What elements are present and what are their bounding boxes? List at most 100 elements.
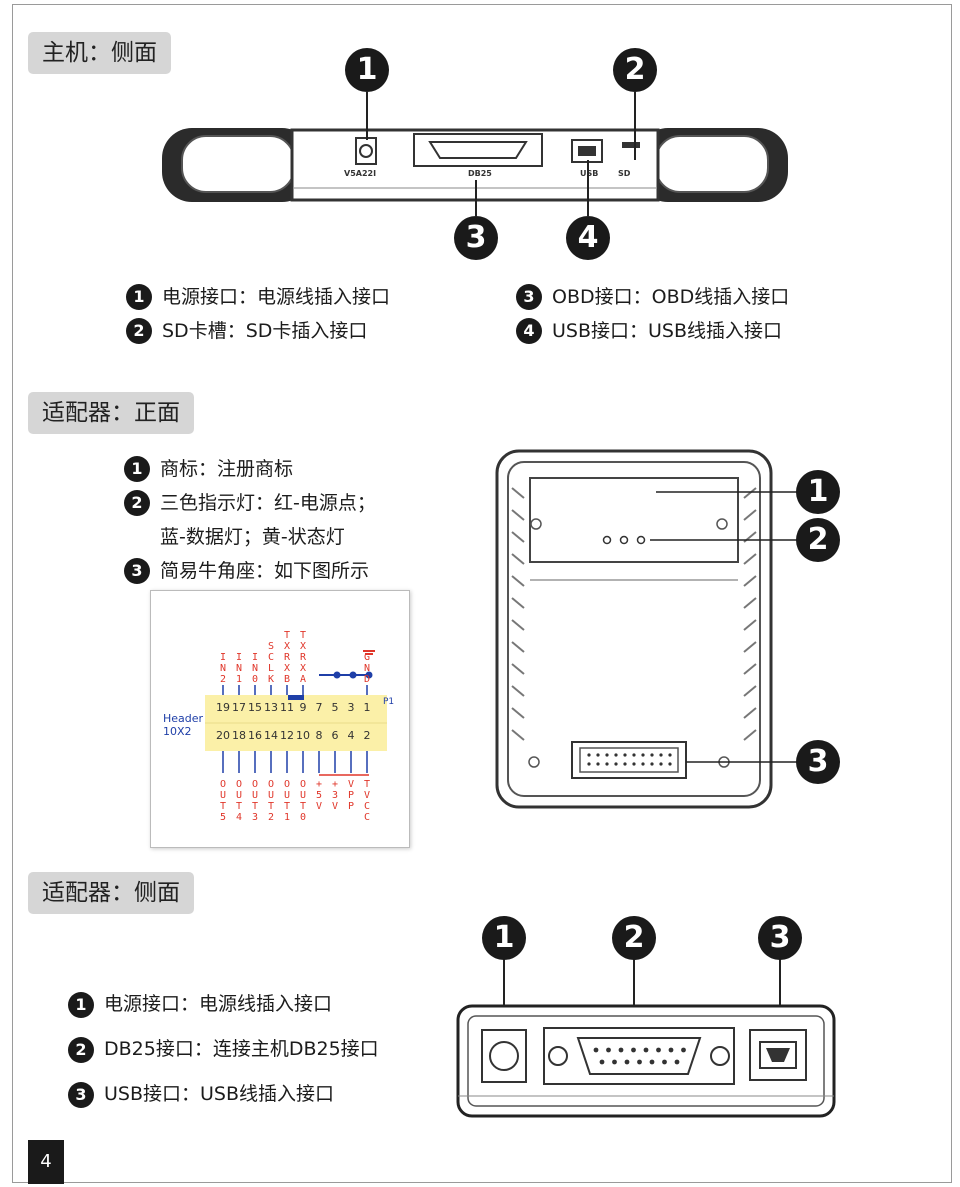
legend-item: 1 电源接口：电源线插入接口 [126,280,390,314]
pin-number-bottom: 12 [280,729,294,742]
legend-number: 4 [516,318,542,344]
legend-item: 2 SD卡槽：SD卡插入接口 [126,314,390,348]
pin-number-top: 5 [331,701,339,714]
host-callout-2: 2 [613,48,657,92]
legend-item: 3 USB接口：USB线插入接口 [68,1072,379,1117]
legend-text: 电源接口：电源线插入接口 [104,993,333,1015]
pin-number-bottom: 16 [248,729,262,742]
legend-item: 3 简易牛角座：如下图所示 [124,554,376,588]
adapter-front-drawing [495,449,774,809]
header-size: 10X2 [163,725,192,738]
port-label-db25: DB25 [468,169,492,178]
front-callout-3: 3 [796,740,840,784]
pin-number-top: 17 [232,701,246,714]
pin-number-top: 11 [280,701,294,714]
legend-text: USB接口：USB线插入接口 [104,1083,335,1105]
side-callout-3: 3 [758,916,802,960]
host-callout-lines [366,92,636,216]
legend-text: 简易牛角座：如下图所示 [160,560,370,582]
pin-number-bottom: 10 [296,729,310,742]
host-side-drawing [162,128,788,202]
adapter-side-legend: 1 电源接口：电源线插入接口 2 DB25接口：连接主机DB25接口 3 USB接口：… [68,982,379,1117]
legend-item: 1 商标：注册商标 [124,452,376,486]
pin-number-top: 15 [248,701,262,714]
legend-number: 2 [124,490,150,516]
legend-number: 3 [68,1081,94,1108]
pin-number-bottom: 18 [232,729,246,742]
legend-number: 1 [68,991,94,1018]
legend-item: 1 电源接口：电源线插入接口 [68,982,379,1027]
side-callout-1: 1 [482,916,526,960]
port-label-usb: USB [580,169,599,178]
adapter-front-legend: 1 商标：注册商标 2 三色指示灯：红-电源点； 蓝-数据灯；黄-状态灯 3 简易牛角… [124,452,376,588]
host-callout-4: 4 [566,216,610,260]
legend-text: 商标：注册商标 [160,458,294,480]
host-callout-1: 1 [345,48,389,92]
legend-text: OBD接口：OBD线插入接口 [552,286,790,308]
page-number: 4 [28,1140,64,1184]
adapter-side-drawing [456,958,836,1118]
port-label-power: V5A22I [344,169,377,178]
pin-number-top: 9 [299,701,307,714]
pin-number-top: 1 [363,701,371,714]
connector-name: P1 [383,697,395,707]
legend-item: 3 OBD接口：OBD线插入接口 [516,280,789,314]
pin-number-bottom: 2 [363,729,371,742]
legend-number: 3 [124,558,150,584]
front-callout-1: 1 [796,470,840,514]
legend-text: DB25接口：连接主机DB25接口 [104,1038,379,1060]
page-frame [12,4,952,1183]
legend-number: 3 [516,284,542,310]
section-title-host-side: 主机：侧面 [28,32,171,74]
pinout-wires [205,650,387,776]
pin-number-top: 7 [315,701,323,714]
pin-number-top: 3 [347,701,355,714]
legend-number: 1 [126,284,152,310]
legend-item: 2 DB25接口：连接主机DB25接口 [68,1027,379,1072]
host-callout-3: 3 [454,216,498,260]
pin-number-top: 13 [264,701,278,714]
host-legend-right: 3 OBD接口：OBD线插入接口 4 USB接口：USB线插入接口 [516,280,789,348]
pin-number-bottom: 6 [331,729,339,742]
legend-number: 2 [126,318,152,344]
front-callout-2: 2 [796,518,840,562]
legend-text: SD卡槽：SD卡插入接口 [162,320,368,342]
side-callout-2: 2 [612,916,656,960]
section-title-adapter-front: 适配器：正面 [28,392,194,434]
legend-text: 电源接口：电源线插入接口 [162,286,391,308]
pin-number-bottom: 4 [347,729,355,742]
host-legend-left: 1 电源接口：电源线插入接口 2 SD卡槽：SD卡插入接口 [126,280,390,348]
legend-text-continued: 蓝-数据灯；黄-状态灯 [160,526,345,548]
pin-number-bottom: 14 [264,729,278,742]
section-title-adapter-side: 适配器：侧面 [28,872,194,914]
legend-item: 4 USB接口：USB线插入接口 [516,314,789,348]
legend-text: 三色指示灯：红-电源点； [160,492,376,514]
pin-number-top: 19 [216,701,230,714]
legend-number: 2 [68,1036,94,1063]
pin-number-bottom: 8 [315,729,323,742]
port-label-sd: SD [618,169,631,178]
legend-text: USB接口：USB线插入接口 [552,320,783,342]
header-label: Header [163,712,204,725]
legend-number: 1 [124,456,150,482]
legend-item: 2 三色指示灯：红-电源点； [124,486,376,520]
pin-number-bottom: 20 [216,729,230,742]
